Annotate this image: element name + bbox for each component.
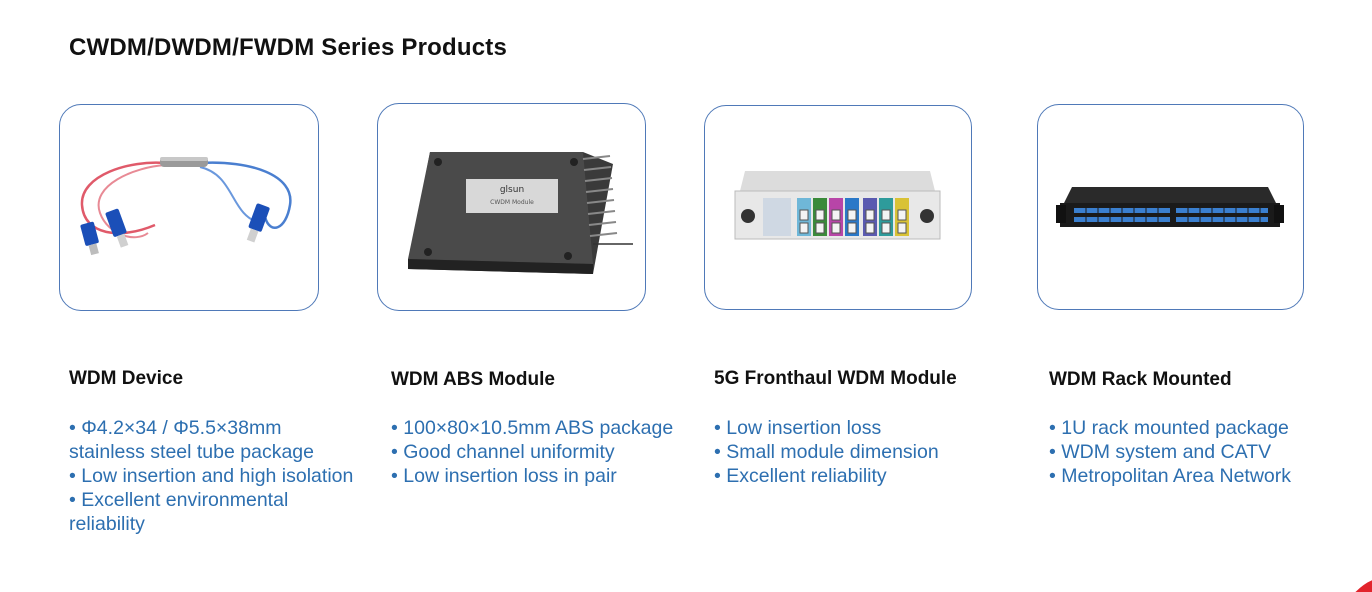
module-brand-label: glsun [500, 185, 524, 195]
feature-item: Low insertion and high isolation [69, 464, 354, 488]
page-title: CWDM/DWDM/FWDM Series Products [69, 34, 507, 61]
wdm-abs-module-image: glsun CWDM Module [408, 152, 633, 274]
product-name-wdm-device: WDM Device [69, 368, 184, 389]
feature-item: Low insertion loss [714, 416, 1014, 440]
product-card-fronthaul-wdm-module [704, 105, 972, 310]
product-name-fronthaul-wdm-module: 5G Fronthaul WDM Module [714, 368, 957, 389]
wdm-device-fiber-coupler-image [80, 157, 292, 256]
feature-item: Excellent environmental reliability [69, 488, 354, 536]
feature-item: Metropolitan Area Network [1049, 464, 1359, 488]
feature-list-wdm-rack-mounted: 1U rack mounted package WDM system and C… [1049, 416, 1359, 488]
product-name-wdm-rack-mounted: WDM Rack Mounted [1049, 369, 1232, 390]
product-card-wdm-rack-mounted [1037, 104, 1304, 310]
product-name-wdm-abs-module: WDM ABS Module [391, 369, 555, 390]
feature-item: 1U rack mounted package [1049, 416, 1359, 440]
feature-list-fronthaul-wdm-module: Low insertion loss Small module dimensio… [714, 416, 1014, 488]
feature-item: Low insertion loss in pair [391, 464, 681, 488]
feature-list-wdm-abs-module: 100×80×10.5mm ABS package Good channel u… [391, 416, 681, 488]
brand-logo-fragment [30, 0, 140, 8]
fronthaul-wdm-module-image [734, 171, 941, 240]
module-sub-label: CWDM Module [490, 199, 534, 206]
feature-list-wdm-device: Φ4.2×34 / Φ5.5×38mm stainless steel tube… [69, 416, 354, 536]
feature-item: Excellent reliability [714, 464, 1014, 488]
product-card-wdm-device [59, 104, 319, 311]
feature-item: Φ4.2×34 / Φ5.5×38mm stainless steel tube… [69, 416, 354, 464]
feature-item: Small module dimension [714, 440, 1014, 464]
corner-accent-shape [1355, 580, 1372, 592]
product-card-wdm-abs-module: glsun CWDM Module [377, 103, 646, 311]
feature-item: 100×80×10.5mm ABS package [391, 416, 681, 440]
feature-item: WDM system and CATV [1049, 440, 1359, 464]
feature-item: Good channel uniformity [391, 440, 681, 464]
wdm-rack-mounted-image [1056, 187, 1284, 227]
